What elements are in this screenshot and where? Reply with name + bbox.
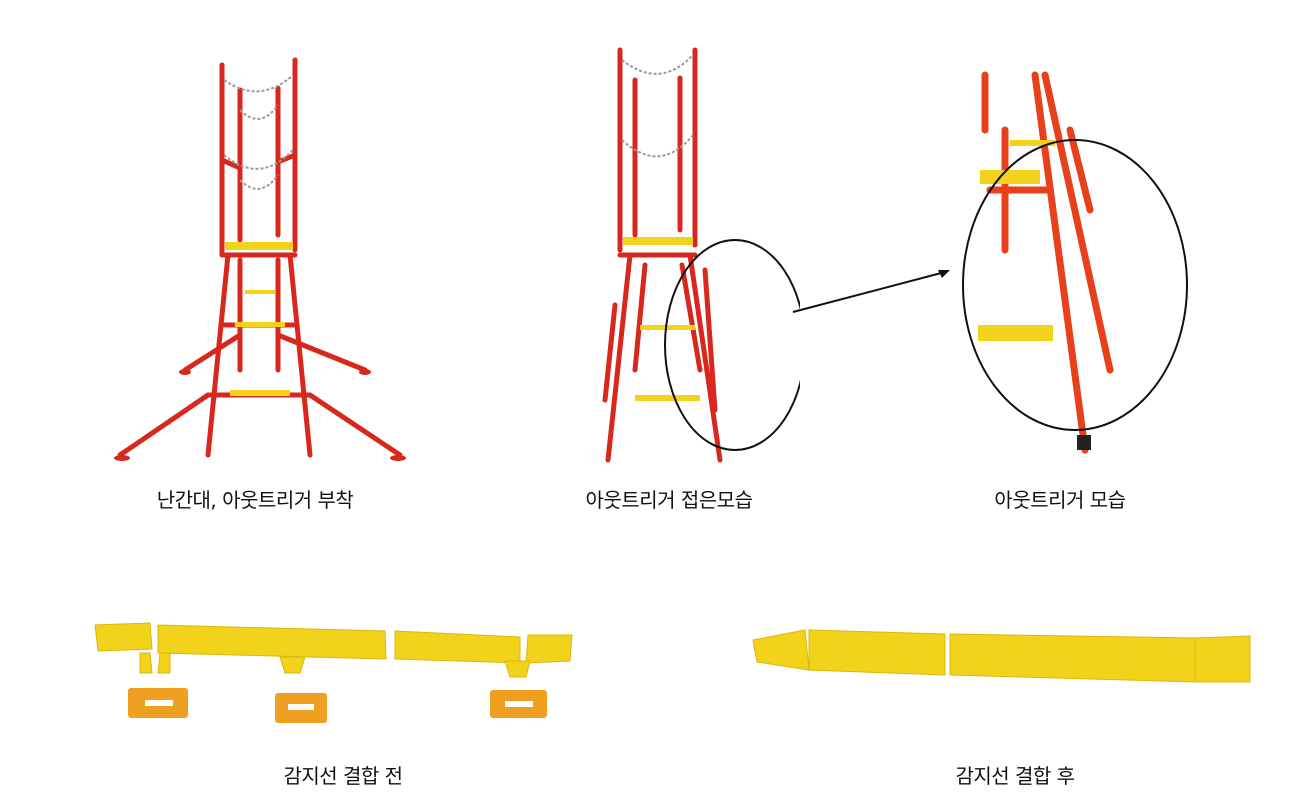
sensor-line-after-image (752, 629, 1251, 683)
caption-sensor-before: 감지선 결합 전 (283, 764, 403, 788)
caption-ladder-attached: 난간대, 아웃트리거 부착 (156, 488, 354, 512)
caption-outrigger-detail: 아웃트리거 모습 (994, 488, 1126, 512)
caption-ladder-folded: 아웃트리거 접은모습 (585, 488, 753, 512)
ladder-outrigger-folded-image (602, 47, 800, 463)
outrigger-detail-image (962, 71, 1188, 454)
sensor-line-before-image (94, 622, 573, 723)
ladder-outrigger-attached-image (114, 57, 406, 461)
caption-sensor-after: 감지선 결합 후 (955, 764, 1075, 788)
arrow-icon (792, 270, 950, 313)
